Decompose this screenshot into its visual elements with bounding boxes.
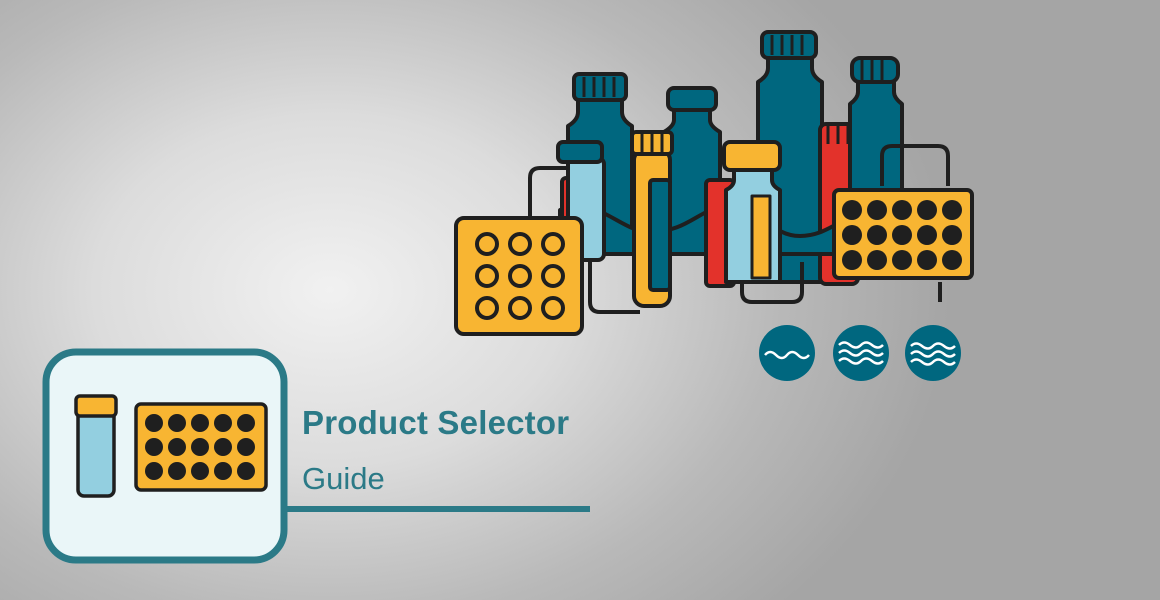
vial-icon bbox=[74, 394, 118, 498]
double-wave-icon bbox=[833, 325, 889, 381]
tube-outlines bbox=[528, 144, 950, 314]
yellow-vial-icon bbox=[630, 130, 674, 308]
well-plate-icon bbox=[134, 402, 268, 492]
light-blue-vial-center-icon bbox=[722, 140, 782, 284]
nine-well-plate-icon bbox=[454, 216, 584, 336]
wave-icon bbox=[759, 325, 815, 381]
triple-wave-icon bbox=[905, 325, 961, 381]
page-subtitle: Guide bbox=[302, 461, 385, 496]
logo-badge bbox=[42, 348, 288, 564]
page-title: Product Selector bbox=[302, 404, 570, 441]
fifteen-well-plate-icon bbox=[832, 188, 974, 280]
